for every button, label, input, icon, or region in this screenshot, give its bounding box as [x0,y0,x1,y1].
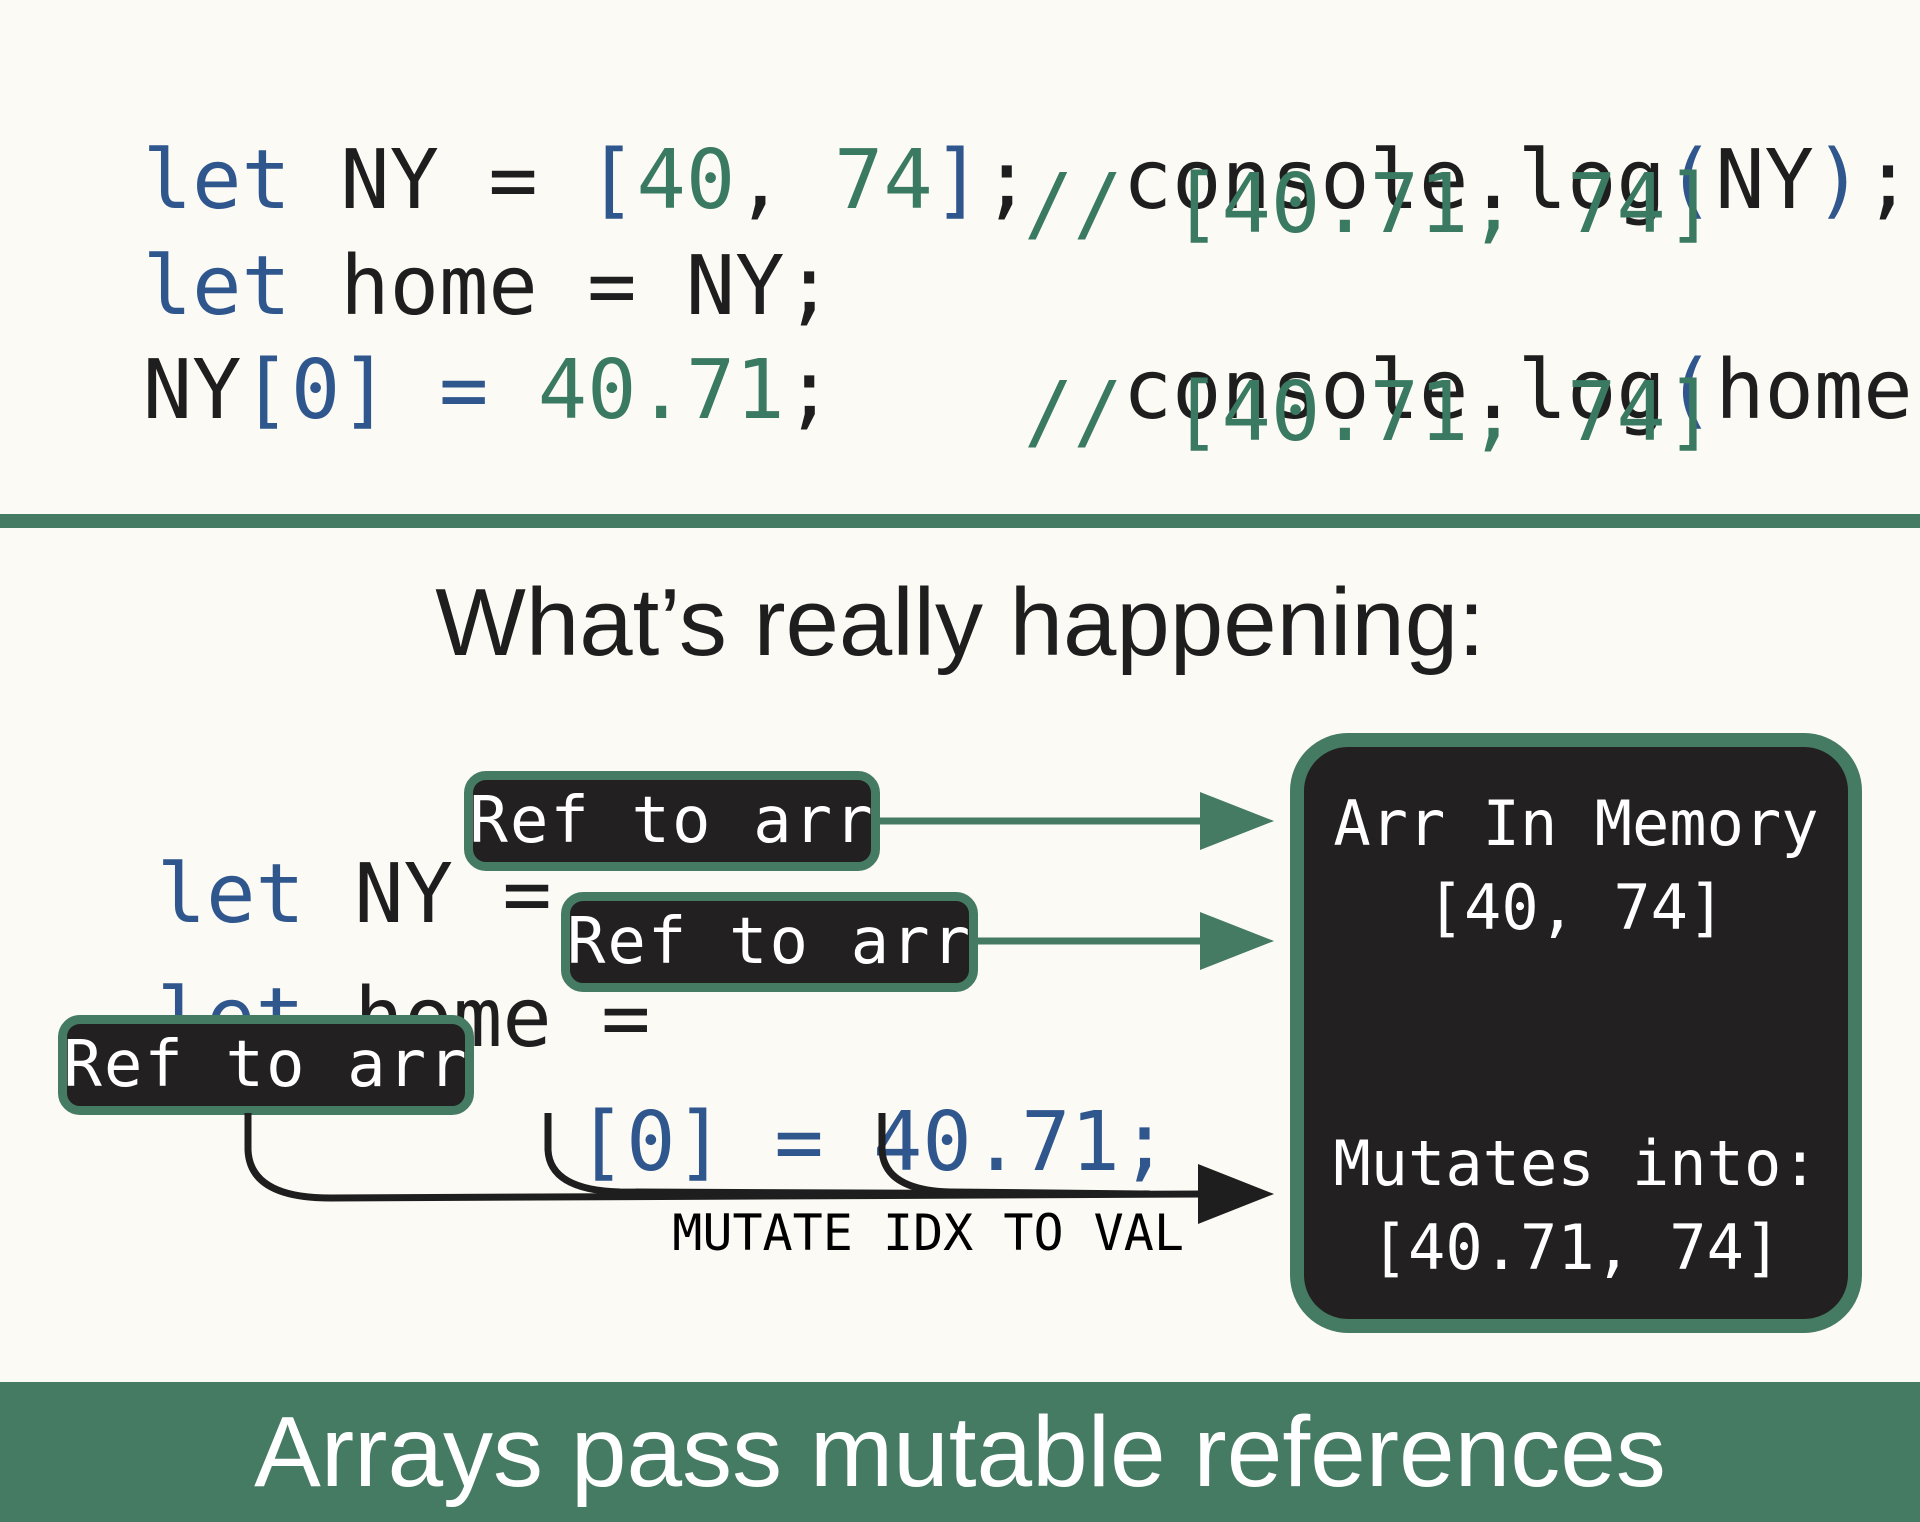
memory-title: Arr In Memory [1333,787,1819,860]
bracket: ] [932,133,983,228]
paren: ) [1813,133,1864,228]
mutate-arrow-head [1198,1164,1274,1224]
bracket: [ [576,1095,627,1190]
code-line-1: let NY = [40, 74]; [44,58,1032,222]
bracket: [ [241,343,291,438]
diagram-arrows: MUTATE IDX TO VAL [244,792,1274,1262]
diagram-row-3: [0] = 40.71; [478,1020,1169,1184]
number: 40.71 [872,1095,1120,1190]
number: 40 [636,133,736,228]
diagram-row-1: let NY = [58,772,601,936]
code-text: NY = [290,133,588,228]
bracket: ] [675,1095,725,1190]
paren: ( [1665,343,1716,438]
paren: ( [1665,133,1716,228]
code-text: NY [142,343,242,438]
number: 74 [833,133,933,228]
code-text: home [1715,343,1913,438]
equals: = [389,343,538,438]
arrow-ny-head [1200,792,1274,850]
memory-box: Arr In Memory [40, 74] Mutates into: [40… [1290,733,1862,1333]
section-divider [0,514,1920,528]
log-line-1: console.log(NY); [1024,58,1913,222]
comment-line-1: // [40.71, 74] [1024,157,1716,252]
code-text: NY [1715,133,1814,228]
code-text: ; [1119,1095,1170,1190]
index: 0 [290,343,341,438]
code-text: ; [1863,133,1913,228]
code-text: ; [982,133,1032,228]
mutate-line-ref [244,1113,1206,1202]
comment-line-2: // [40.71, 74] [1024,365,1716,460]
keyword-let: let [142,133,291,228]
keyword-let: let [142,239,291,334]
code-text: , [735,133,834,228]
memory-final-value: [40.71, 74] [1370,1211,1782,1284]
code-line-2: let home = NY; [44,164,834,328]
number: 40.71 [537,343,785,438]
mutate-label: MUTATE IDX TO VAL [672,1204,1184,1262]
ref-box-ny: Ref to arr [464,771,880,871]
bracket: [ [587,133,637,228]
mutate-line-val [878,1113,1151,1198]
footer-banner: Arrays pass mutable references [0,1382,1920,1522]
bracket: ] [340,343,390,438]
code-text: ; [784,343,834,438]
index: 0 [626,1095,676,1190]
code-text: console.log [1122,133,1666,228]
code-line-3: NY[0] = 40.71; [44,268,834,432]
paren: ) [1913,343,1920,438]
memory-mutates-label: Mutates into: [1333,1127,1819,1200]
mutate-line-idx [544,1113,1101,1198]
ref-box-home: Ref to arr [561,892,978,992]
keyword-let: let [156,847,305,942]
code-text: home = NY; [290,239,834,334]
ref-box-mutate: Ref to arr [58,1015,474,1115]
code-text: console.log [1122,343,1666,438]
log-line-2: console.log(home); [1024,268,1920,432]
memory-initial-value: [40, 74] [1426,871,1726,944]
diagram-heading: What’s really happening: [435,569,1485,676]
equals: = [724,1095,873,1190]
arrow-home-head [1200,912,1274,970]
